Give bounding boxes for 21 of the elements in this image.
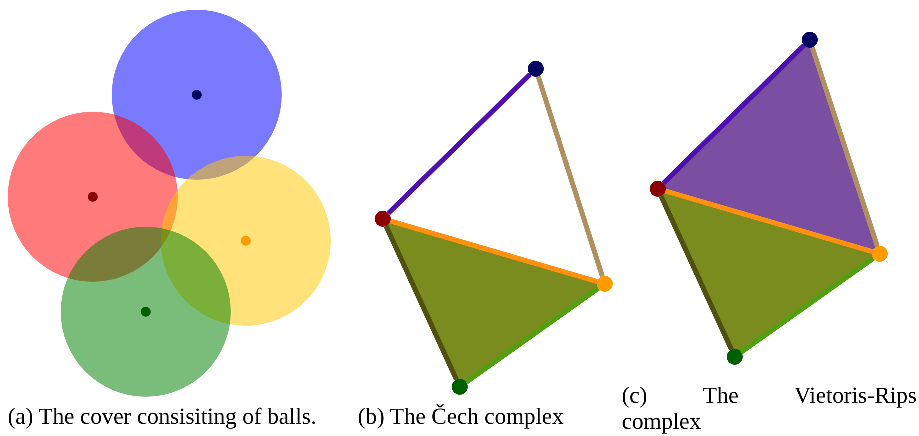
edge-line <box>384 225 459 381</box>
edge-line <box>662 44 806 186</box>
vertex-dot <box>452 379 468 395</box>
edge-line <box>386 72 532 216</box>
vertex-dot <box>650 181 666 197</box>
edge-line <box>810 46 880 248</box>
vertex-dot <box>872 246 888 262</box>
edge-line <box>659 195 734 351</box>
edge-line <box>465 286 600 384</box>
caption: (b) The Čech complex <box>358 404 565 430</box>
edge-line <box>740 256 875 354</box>
caption: (a) The cover consisiting of balls. <box>8 404 318 430</box>
edge-line <box>536 76 605 278</box>
vertex-dot <box>375 211 391 227</box>
edge-line <box>390 218 598 284</box>
vertex-dot <box>528 61 544 77</box>
vertex-dot <box>727 349 743 365</box>
vertex-dot <box>597 276 613 292</box>
caption: (c) The Vietoris-Rips complex <box>622 383 917 435</box>
vertex-dot <box>802 32 818 48</box>
edge-line <box>664 188 874 254</box>
